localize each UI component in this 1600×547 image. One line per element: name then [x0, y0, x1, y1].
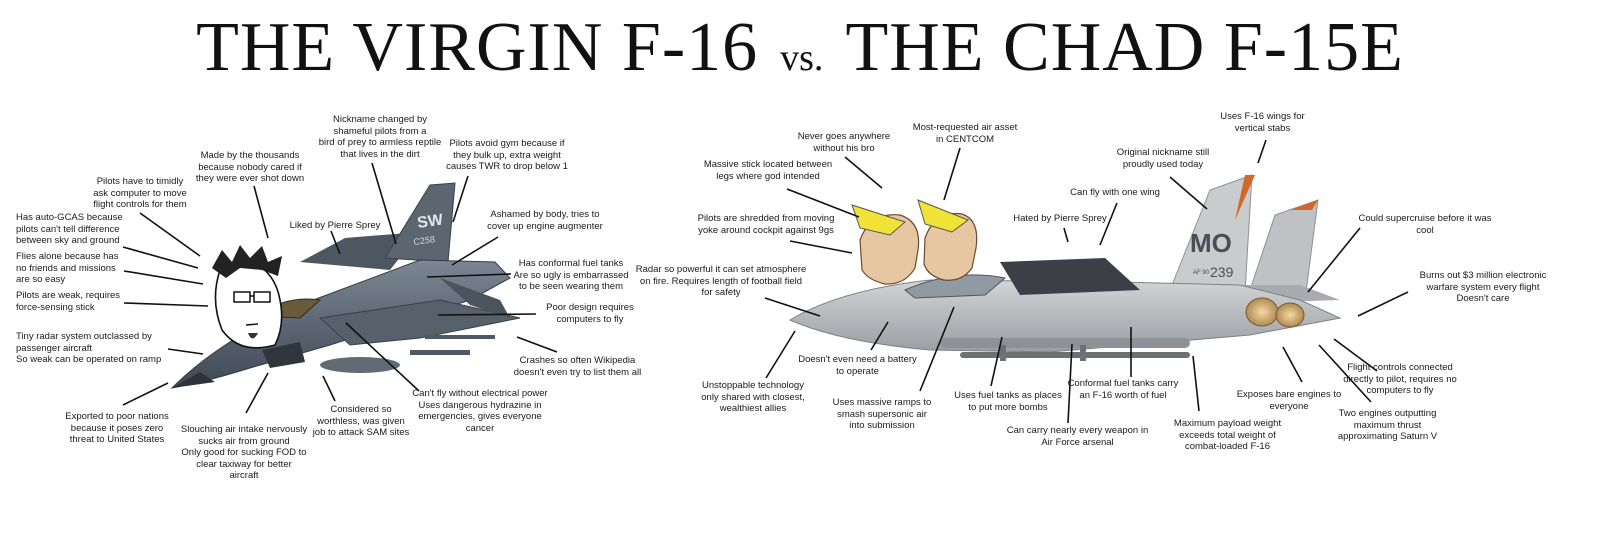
meme-title: THE VIRGIN F-16 vs. THE CHAD F-15E	[0, 8, 1600, 88]
chad-note-fuel-tanks-bombs: Uses fuel tanks as places to put more bo…	[954, 390, 1062, 413]
virgin-note-exported: Exported to poor nations because it pose…	[65, 411, 169, 445]
chad-note-every-weapon: Can carry nearly every weapon in Air For…	[1006, 425, 1149, 448]
chad-note-conformal-fuel: Conformal fuel tanks carry an F-16 worth…	[1067, 378, 1179, 401]
virgin-note-liked-by-sprey: Liked by Pierre Sprey	[289, 220, 381, 231]
f16-tail-code: SW	[416, 211, 445, 232]
chad-note-f16-wings: Uses F-16 wings for vertical stabs	[1220, 111, 1305, 134]
virgin-note-electrical-power: Can't fly without electrical power Uses …	[412, 388, 548, 434]
f15e-jet-illustration: MO AF 90 239	[788, 174, 1342, 361]
chad-note-radar: Radar so powerful it can set atmosphere …	[635, 264, 807, 298]
chad-note-bare-engines: Exposes bare engines to everyone	[1236, 389, 1342, 412]
title-chad: THE CHAD F-15E	[845, 9, 1404, 86]
chad-note-hated-by-sprey: Hated by Pierre Sprey	[1013, 213, 1107, 224]
title-vs: vs.	[780, 37, 824, 79]
virgin-note-nickname: Nickname changed by shameful pilots from…	[318, 114, 442, 160]
chad-note-supercruise: Could supercruise before it was cool	[1358, 213, 1492, 236]
virgin-note-poor-design: Poor design requires computers to fly	[546, 302, 634, 325]
chad-note-centcom: Most-requested air asset in CENTCOM	[912, 122, 1018, 145]
virgin-note-slouching-intake: Slouching air intake nervously sucks air…	[180, 424, 308, 481]
chad-note-one-wing: Can fly with one wing	[1070, 187, 1160, 198]
chad-note-two-engines: Two engines outputting maximum thrust ap…	[1337, 408, 1438, 442]
chad-note-massive-ramps: Uses massive ramps to smash supersonic a…	[832, 397, 932, 431]
chad-note-max-payload: Maximum payload weight exceeds total wei…	[1173, 418, 1282, 452]
chad-face-back	[917, 199, 978, 281]
title-virgin: THE VIRGIN F-16	[196, 9, 759, 86]
virgin-note-auto-gcas: Has auto-GCAS because pilots can't tell …	[16, 212, 123, 246]
chad-note-flight-controls: Flight controls connected directly to pi…	[1343, 362, 1457, 396]
virgin-leader-lines	[122, 162, 558, 414]
virgin-note-tiny-radar: Tiny radar system outclassed by passenge…	[16, 331, 162, 365]
virgin-note-pilots-weak: Pilots are weak, requires force-sensing …	[16, 290, 121, 313]
virgin-note-considered-worthless: Considered so worthless, was given job t…	[312, 404, 410, 438]
f15-tail-small: AF 90	[1193, 270, 1210, 276]
f15-tail-code: MO	[1190, 228, 1232, 258]
chad-note-pilots-shredded: Pilots are shredded from moving yoke aro…	[697, 213, 835, 236]
chad-note-original-nickname: Original nickname still proudly used tod…	[1116, 147, 1210, 170]
virgin-note-pilots-avoid-gym: Pilots avoid gym because if they bulk up…	[446, 138, 568, 172]
f15-serial: 239	[1210, 264, 1234, 280]
chad-leader-lines	[764, 139, 1409, 424]
chad-note-massive-stick: Massive stick located between legs where…	[703, 159, 833, 182]
virgin-note-flies-alone: Flies alone because has no friends and m…	[16, 251, 119, 285]
chad-note-never-alone: Never goes anywhere without his bro	[797, 131, 891, 154]
chad-faces	[851, 199, 978, 285]
virgin-note-conformal-tanks: Has conformal fuel tanks Are so ugly is …	[513, 258, 629, 292]
chad-face-front	[851, 204, 920, 285]
chad-note-unstoppable-tech: Unstoppable technology only shared with …	[701, 380, 805, 414]
chad-note-no-battery: Doesn't even need a battery to operate	[798, 354, 917, 377]
f16-serial: C258	[413, 234, 436, 247]
virgin-note-pilots-timidly: Pilots have to timidly ask computer to m…	[93, 176, 187, 210]
f16-jet-illustration: SW C258	[170, 182, 521, 389]
virgin-wojak-face	[212, 245, 283, 349]
virgin-note-made-by-thousands: Made by the thousands because nobody car…	[195, 150, 305, 184]
chad-note-burns-ew: Burns out $3 million electronic warfare …	[1419, 270, 1547, 304]
virgin-note-crashes: Crashes so often Wikipedia doesn't even …	[513, 355, 642, 378]
virgin-note-ashamed-by-body: Ashamed by body, tries to cover up engin…	[487, 209, 603, 232]
